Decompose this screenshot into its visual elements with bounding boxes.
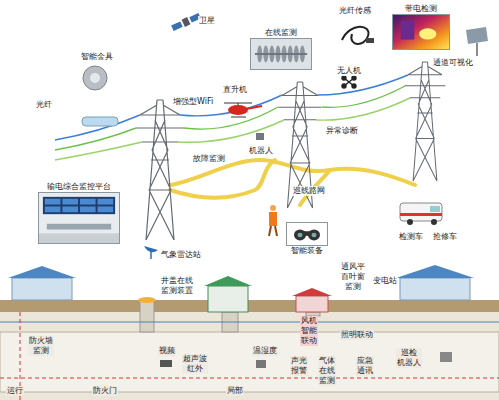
callout-label: 直升机 (222, 85, 248, 95)
callout-label: 视频 (158, 346, 176, 356)
image-box: 带电检测 (392, 4, 450, 50)
callout-label: 运行 (6, 386, 24, 396)
callout-label: 井盖在线 监测装置 (160, 276, 194, 296)
callout-label: 超声波 红外 (182, 354, 208, 374)
fan-building (292, 288, 332, 312)
node-heading: 带电检测 (404, 4, 438, 14)
drone-icon (342, 76, 356, 88)
substation-building (396, 265, 474, 300)
radar-icon (144, 246, 158, 259)
manhole-cover (138, 297, 156, 303)
node-heading: 输电综合监控平台 (46, 182, 112, 192)
callout-label: 温湿度 (252, 346, 278, 356)
node-heading: 在线监测 (264, 28, 298, 38)
power-lines (55, 75, 410, 160)
node-picture (286, 222, 328, 246)
callout-label: 防火墙 监测 (28, 336, 54, 356)
kiosk-building (204, 276, 252, 312)
callout-label: 异常诊断 (325, 126, 359, 136)
fiber-sensor-icon (342, 27, 374, 44)
helicopter-icon (224, 103, 262, 117)
callout-label: 智能金具 (80, 52, 114, 62)
tunnel (0, 332, 499, 392)
callout-label: 风机 智能 联动 (300, 316, 318, 346)
callout-label: 故障监测 (192, 154, 226, 164)
fiber-icon (82, 117, 118, 126)
callout-label: 卫星 (198, 16, 216, 26)
node-heading: 智能装备 (290, 246, 324, 256)
callout-label: 通风平 百叶窗 监测 (340, 262, 366, 292)
callout-label: 机器人 (248, 146, 274, 156)
node-picture (392, 14, 450, 50)
cable-line (0, 322, 499, 323)
ground-band (0, 300, 499, 312)
callout-label: 气体 在线 监测 (318, 356, 336, 386)
callout-label: 增强型WiFi (172, 97, 214, 107)
callout-label: 局部 (226, 386, 244, 396)
callout-label: 变电站 (372, 276, 398, 286)
callout-label: 巡线路网 (292, 186, 326, 196)
camera-panel-icon (466, 27, 488, 56)
shaft (140, 300, 154, 332)
callout-label: 通道可视化 (432, 58, 474, 68)
image-box: 智能装备 (286, 222, 328, 256)
substation-building (8, 266, 76, 300)
power-tower (136, 100, 184, 240)
callout-label: 气象雷达站 (160, 250, 202, 260)
callout-label: 光纤 (35, 100, 53, 110)
sensor-icon (256, 360, 266, 368)
robot-icon (256, 133, 264, 140)
van-icon (400, 203, 442, 225)
callout-label: 光纤传感 (338, 6, 372, 16)
camera-icon (160, 360, 172, 367)
callout-label: 照明联动 (340, 330, 374, 340)
callout-label: 无人机 (336, 66, 362, 76)
fitting-icon (83, 66, 107, 90)
callout-label: 声光 报警 (290, 356, 308, 376)
power-tower (405, 62, 446, 181)
image-box: 输电综合监控平台 (38, 182, 120, 244)
callout-label: 应急 通讯 (356, 356, 374, 376)
satellite-icon (171, 12, 202, 32)
worker-figure (269, 205, 277, 236)
node-picture (38, 192, 120, 244)
callout-label: 巡检 机器人 (396, 348, 422, 368)
callout-label: 抢修车 (432, 232, 458, 242)
node-picture (250, 38, 312, 70)
underground (0, 312, 499, 400)
callout-label: 防火门 (92, 386, 118, 396)
image-box: 在线监测 (250, 28, 312, 70)
fire-line (0, 378, 499, 379)
callout-label: 检测车 (398, 232, 424, 242)
robot-icon (440, 352, 452, 362)
